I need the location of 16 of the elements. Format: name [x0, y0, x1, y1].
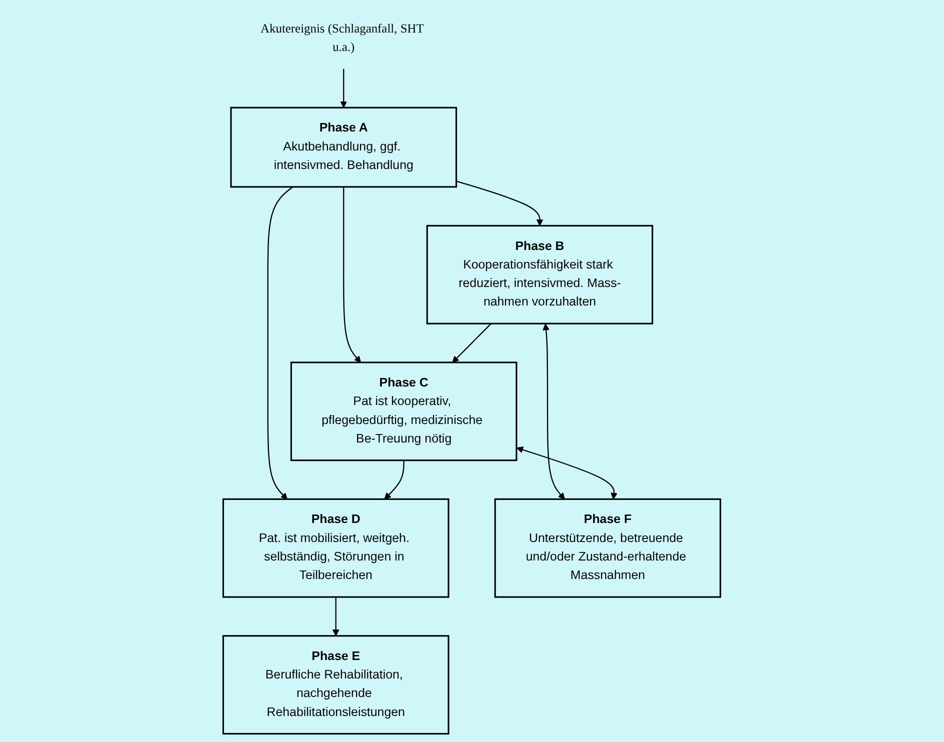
- arrow: [343, 186, 362, 363]
- arrow: [384, 460, 405, 500]
- node-box: Phase A Akutbehandlung, ggf. intensivmed. Behandlung: [230, 106, 458, 188]
- node-text: Akutereignis (Schlaganfall, SHT u.a.): [260, 22, 424, 54]
- arrow: [332, 597, 340, 636]
- arrow: [516, 446, 618, 500]
- arrow: [456, 180, 544, 226]
- node-box: Phase D Pat. ist mobilisiert, weitgeh. selbständig, Störungen in Teilbereichen: [222, 498, 450, 598]
- node-box: Phase B Kooperationsfähigkeit stark reduziert, intensivmed. Mass-nahmen vorzuhalten: [426, 224, 654, 324]
- node-box: Phase C Pat ist kooperativ, pflegebedürftig, medizinische Be-Treuung nötig: [290, 362, 518, 462]
- arrow: [268, 186, 294, 500]
- node-box: Phase F Unterstützende, betreuende und/oder Zustand-erhaltende Massnahmen: [494, 498, 722, 598]
- arrow: [340, 68, 348, 108]
- arrow: [452, 323, 492, 363]
- node-box: Phase E Berufliche Rehabilitation, nachgehende Rehabilitationsleistungen: [222, 635, 450, 735]
- arrow: [542, 324, 566, 500]
